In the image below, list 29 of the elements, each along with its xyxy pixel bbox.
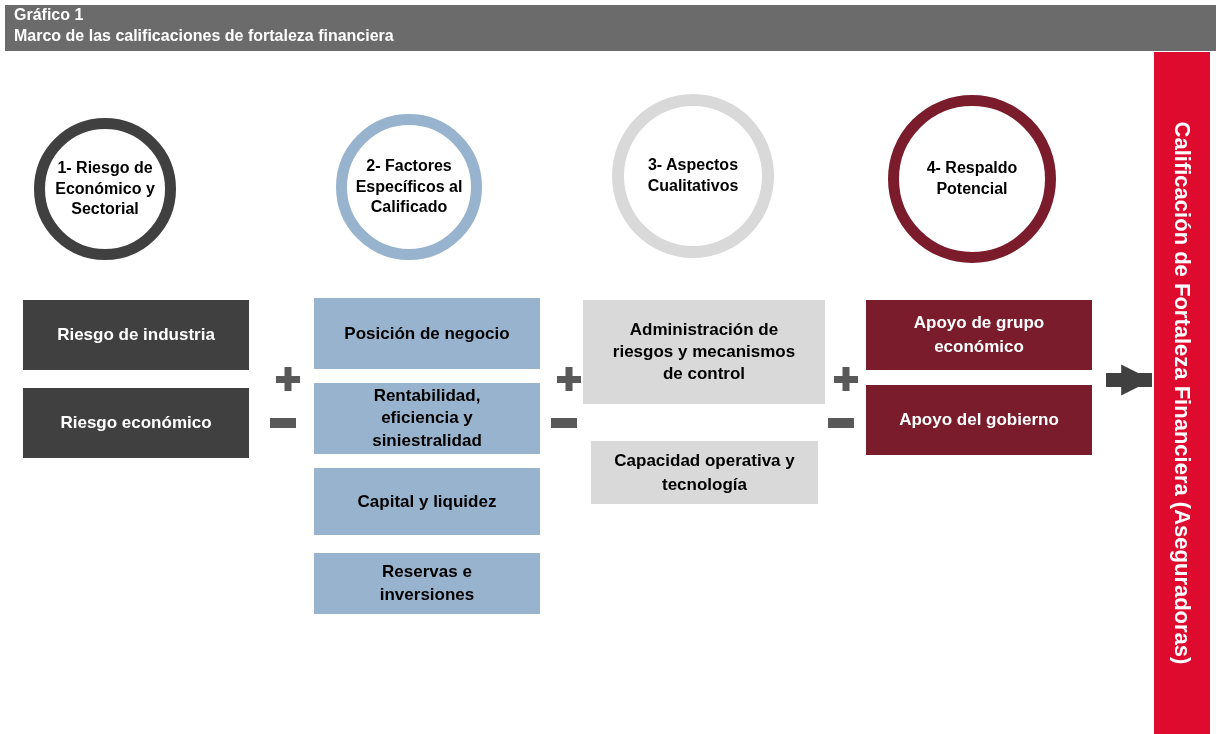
factor-box xyxy=(866,385,1092,455)
factor-box xyxy=(583,300,825,404)
rating-label: Calificación de Fortaleza Financiera (Aseguradoras) xyxy=(1168,121,1196,665)
step-label: 1- Riesgo de Económico y Sectorial xyxy=(54,157,156,220)
factor-label: Capital y liquidez xyxy=(357,490,497,513)
factor-label: Riesgo económico xyxy=(60,412,212,435)
factor-label: Apoyo del gobierno xyxy=(899,409,1059,432)
factor-label: Apoyo de grupo económico xyxy=(912,312,1046,358)
diagram-title: Marco de las calificaciones de fortaleza financiera xyxy=(14,27,394,45)
figure-number: Gráfico 1 xyxy=(14,6,84,24)
factor-label: Riesgo de industria xyxy=(57,324,215,347)
factor-box xyxy=(314,468,540,535)
factor-label: Capacidad operativa y tecnología xyxy=(613,449,796,496)
rating-bar xyxy=(1154,52,1210,734)
factor-box xyxy=(591,441,818,504)
factor-label: Posición de negocio xyxy=(344,322,510,345)
factor-box xyxy=(314,383,540,454)
arrow xyxy=(1106,364,1152,396)
factor-box xyxy=(314,553,540,614)
factor-box xyxy=(23,388,249,458)
step-label: 3- Aspectos Cualitativos xyxy=(646,155,740,196)
step-label: 4- Respaldo Potencial xyxy=(925,158,1019,199)
factor-label: Rentabilidad, eficiencia y siniestralidad xyxy=(371,385,483,452)
factor-label: Administración de riesgos y mecanismos de control xyxy=(611,318,797,386)
step-label: 2- Factores Específicos al Calificado xyxy=(354,155,464,218)
factor-box xyxy=(866,300,1092,370)
factor-label: Reservas e inversiones xyxy=(378,561,476,606)
factor-box xyxy=(314,298,540,369)
factor-box xyxy=(23,300,249,370)
